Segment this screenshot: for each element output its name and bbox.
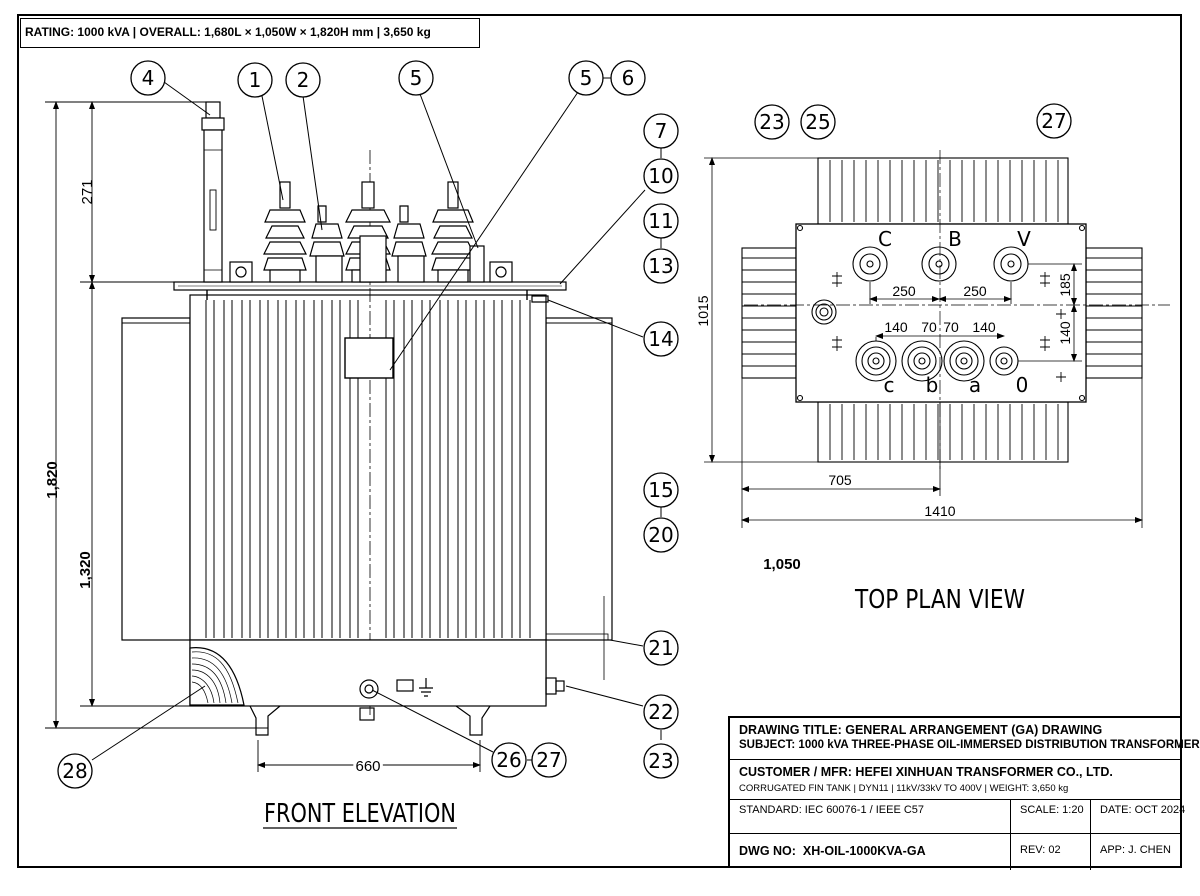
title-block-row-dwg: DWG NO: XH-OIL-1000KVA-GA REV: 02 APP: J… [730, 834, 1180, 870]
balloon-labels: 4 1 2 5 5 6 7 10 11 13 14 15 20 21 22 23… [62, 66, 1066, 783]
plan-dim-width: 1,050 [763, 556, 801, 573]
hv-bushing [263, 181, 307, 283]
dim-top-height: 271 [79, 179, 96, 204]
transformer-spec: CORRUGATED FIN TANK | DYN11 | 11kV/33kV … [739, 783, 1069, 794]
standard: STANDARD: IEC 60076-1 / IEEE C57 [739, 804, 925, 816]
top-plan-dimensions [704, 157, 1143, 528]
drawing-number-row: DWG NO: XH-OIL-1000KVA-GA [739, 844, 926, 858]
front-leaders [91, 77, 662, 761]
title-block-row-customer: CUSTOMER / MFR: HEFEI XINHUAN TRANSFORME… [730, 760, 1180, 800]
plan-balloon-25: 25 [805, 110, 830, 134]
plan-dim-lv-1: 140 [884, 319, 908, 335]
title-block: DRAWING TITLE: GENERAL ARRANGEMENT (GA) … [728, 716, 1200, 870]
balloon-14: 14 [648, 327, 673, 351]
balloon-4: 4 [142, 66, 155, 90]
plan-balloon-23: 23 [759, 110, 784, 134]
balloon-6: 6 [622, 66, 635, 90]
dim-overall-height: 1,820 [44, 461, 61, 499]
sheet-border [17, 14, 1182, 868]
dim-tank-height: 1,320 [77, 551, 94, 589]
front-elevation-title: FRONT ELEVATION [264, 799, 456, 829]
balloon-20: 20 [648, 523, 673, 547]
balloon-28: 28 [62, 759, 87, 783]
balloon-27: 27 [536, 748, 561, 772]
title-block-row-title: DRAWING TITLE: GENERAL ARRANGEMENT (GA) … [730, 718, 1200, 760]
customer-manufacturer: CUSTOMER / MFR: HEFEI XINHUAN TRANSFORME… [739, 765, 1113, 779]
dim-base-width: 660 [355, 758, 380, 775]
balloon-11: 11 [648, 209, 673, 233]
plan-dim-185: 185 [1057, 273, 1073, 297]
drawing-subject: SUBJECT: 1000 kVA THREE-PHASE OIL-IMMERS… [739, 739, 1200, 751]
lv-label-b: b [926, 373, 939, 397]
hv-label-b: B [948, 227, 962, 251]
balloon-26: 26 [496, 748, 521, 772]
balloon-22: 22 [648, 700, 673, 724]
plan-dim-height: 1015 [695, 295, 711, 326]
dwg-no-label: DWG NO: [739, 844, 796, 858]
plan-dim-lv-4: 140 [972, 319, 996, 335]
balloon-10: 10 [648, 164, 673, 188]
plan-dim-lv-2: 70 [921, 319, 937, 335]
plan-dim-hv-2: 250 [963, 283, 987, 299]
revision: REV: 02 [1010, 834, 1090, 870]
balloon-5: 5 [410, 66, 423, 90]
hv-label-v: V [1017, 227, 1031, 251]
lv-label-a: a [969, 373, 981, 397]
balloon-7: 7 [655, 119, 668, 143]
balloon-1: 1 [249, 68, 262, 92]
title-block-row-standard: STANDARD: IEC 60076-1 / IEEE C57 SCALE: … [730, 800, 1185, 834]
rating-box: RATING: 1000 kVA | OVERALL: 1,680L × 1,0… [20, 18, 480, 48]
balloon-2: 2 [297, 68, 310, 92]
tank-fins [205, 300, 531, 638]
plan-dim-full: 1410 [924, 503, 955, 519]
approved-by: APP: J. CHEN [1090, 834, 1184, 870]
top-plan-view [741, 150, 1170, 470]
scale: SCALE: 1:20 [1010, 800, 1090, 833]
dwg-no: XH-OIL-1000KVA-GA [802, 844, 926, 858]
phase-labels: C B V c b a 0 [878, 227, 1031, 397]
top-plan-title: TOP PLAN VIEW [854, 585, 1025, 615]
hv-label-c: C [878, 227, 892, 251]
plan-balloon-27: 27 [1041, 109, 1066, 133]
plan-dim-lv-3: 70 [943, 319, 959, 335]
plan-dim-hv-1: 250 [892, 283, 916, 299]
drawing-title: DRAWING TITLE: GENERAL ARRANGEMENT (GA) … [739, 723, 1103, 737]
top-plan-labels: 1015 705 1410 250 250 185 140 140 70 70 … [695, 273, 1073, 519]
balloon-23: 23 [648, 749, 673, 773]
lv-label-0: 0 [1016, 373, 1029, 397]
balloon-15: 15 [648, 478, 673, 502]
lv-label-c: c [884, 373, 895, 397]
plan-dim-half: 705 [828, 472, 852, 488]
plan-dim-140-v: 140 [1057, 321, 1073, 345]
balloon-13: 13 [648, 254, 673, 278]
date: DATE: OCT 2024 [1090, 800, 1185, 833]
balloon-5-b: 5 [580, 66, 593, 90]
front-elevation-dimensions [45, 101, 481, 772]
balloons [57, 60, 1072, 789]
balloon-21: 21 [648, 636, 673, 660]
front-elevation-view [121, 101, 613, 736]
